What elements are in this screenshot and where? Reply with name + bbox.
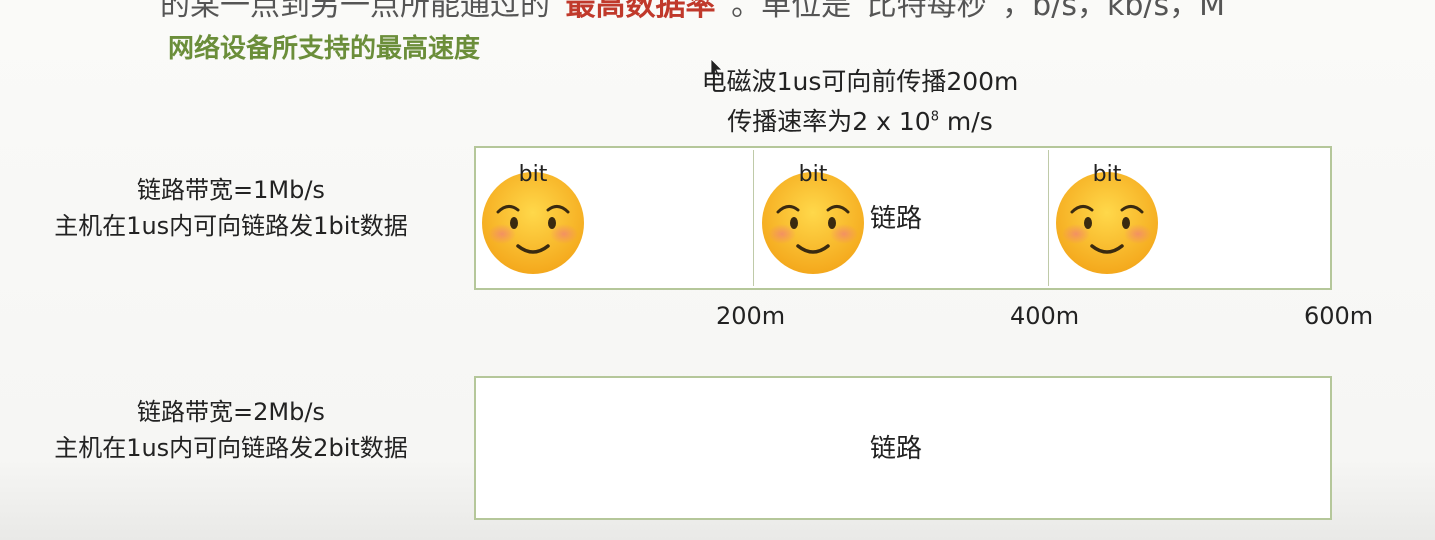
smiling-face-icon (762, 172, 864, 274)
bit-label: bit (798, 162, 828, 187)
case1-bandwidth-label: 链路带宽=1Mb/s (137, 176, 325, 204)
bit-emoji-3: bit (1052, 162, 1162, 278)
case1-link-box (474, 146, 1332, 290)
propagation-note-line1: 电磁波1us可向前传播200m (701, 67, 1019, 96)
case1-link-label: 链路 (870, 204, 923, 234)
case2-link-label: 链路 (870, 434, 923, 464)
bit-label: bit (1092, 162, 1122, 187)
smiling-face-icon (1056, 172, 1158, 274)
distance-label-400m: 400m (1010, 302, 1080, 330)
cut-off-definition-line: 的某一点到另一点所能通过的“最高数据率”。单位是“比特每秒”，b/s，kb/s，… (160, 0, 1225, 24)
cursor-icon (710, 58, 723, 78)
bit-emoji-2: bit (758, 162, 868, 278)
case2-bandwidth-label: 链路带宽=2Mb/s (137, 398, 325, 426)
propagation-note-line2: 传播速率为2 x 108 m/s (727, 107, 993, 136)
divider-200m (753, 150, 754, 286)
smiling-face-icon (482, 172, 584, 274)
distance-label-200m: 200m (716, 302, 786, 330)
case2-description: 主机在1us内可向链路发2bit数据 (54, 434, 408, 462)
definition-text-start: 的某一点到另一点所能通过的“ (160, 0, 566, 23)
divider-400m (1048, 150, 1049, 286)
case1-labels: 链路带宽=1Mb/s 主机在1us内可向链路发1bit数据 (0, 172, 462, 244)
case2-link-box (474, 376, 1332, 520)
bit-emoji-1: bit (478, 162, 588, 278)
definition-highlight: 最高数据率 (565, 0, 716, 23)
definition-text-end: ”。单位是“比特每秒”，b/s，kb/s，M (715, 0, 1225, 23)
subtitle: 网络设备所支持的最高速度 (168, 34, 481, 64)
case2-labels: 链路带宽=2Mb/s 主机在1us内可向链路发2bit数据 (0, 394, 462, 466)
bit-label: bit (518, 162, 548, 187)
case1-description: 主机在1us内可向链路发1bit数据 (54, 212, 408, 240)
distance-label-600m: 600m (1304, 302, 1374, 330)
